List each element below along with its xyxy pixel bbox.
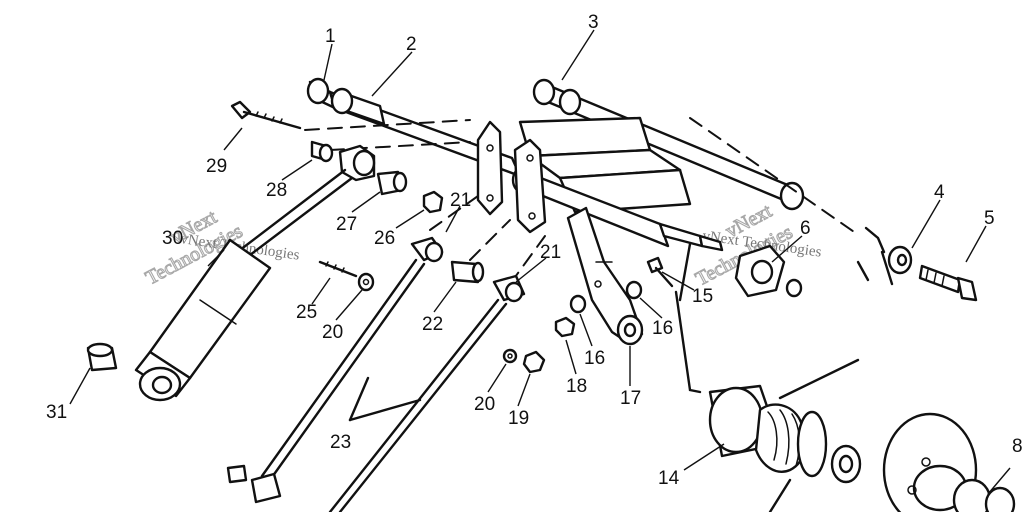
callout-6: 6 [800,218,811,239]
callout-16-b: 16 [584,348,605,369]
nut-19 [522,350,546,374]
idler-wheel-8 [768,412,1016,512]
mounting-plate-left [476,120,504,216]
pivot-eye [338,144,376,182]
bolt-5 [918,264,978,302]
spacer-22 [450,260,485,284]
callout-22: 22 [422,314,443,335]
callout-30: 30 [162,228,183,249]
rear-shaft-right [532,78,805,211]
washer-20-right [502,348,518,364]
shock-absorber-30 [134,238,272,402]
bracket-17 [566,206,644,346]
callout-25: 25 [296,302,317,323]
callout-21-b: 21 [540,242,561,263]
callout-18: 18 [566,376,587,397]
callout-29: 29 [206,156,227,177]
nut-26 [422,190,444,214]
callout-5: 5 [984,208,995,229]
callout-labels: 1 2 3 4 5 6 8 14 15 16 16 17 18 19 20 20… [46,12,1023,489]
callout-1: 1 [325,26,336,47]
washer-16-a [569,294,587,314]
callout-16-a: 16 [652,318,673,339]
bushing-31 [86,342,118,372]
bolt-25 [318,260,358,278]
clamp-6 [734,244,803,298]
bushing-28 [310,140,334,163]
mounting-plate-right [513,138,547,234]
callout-21-a: 21 [450,190,471,211]
spacer-27 [376,170,408,196]
callout-23: 23 [330,432,351,453]
callout-3: 3 [588,12,599,33]
callout-31: 31 [46,402,67,423]
bolt-29 [230,100,302,130]
washer-4 [887,245,913,275]
link-rod-23 [226,236,526,512]
nut-18 [554,316,576,338]
callout-4: 4 [934,182,945,203]
shock-rod [238,168,354,260]
callout-19: 19 [508,408,529,429]
leader-bracket [674,242,702,394]
spring-shaft-14 [708,358,862,484]
callout-20-b: 20 [322,322,343,343]
callout-15: 15 [692,286,713,307]
bracket-right-outline [856,226,894,286]
washer-20-left [357,272,375,292]
washer-16-b [625,280,643,300]
callout-20-a: 20 [474,394,495,415]
callout-17: 17 [620,388,641,409]
callout-26: 26 [374,228,395,249]
screw-15 [646,256,674,288]
callout-leaders [69,29,1011,495]
cross-tube-frame [511,116,724,252]
callout-8: 8 [1012,436,1023,457]
callout-28: 28 [266,180,287,201]
callout-14: 14 [658,468,680,489]
callout-27: 27 [336,214,357,235]
callout-2: 2 [406,34,417,55]
